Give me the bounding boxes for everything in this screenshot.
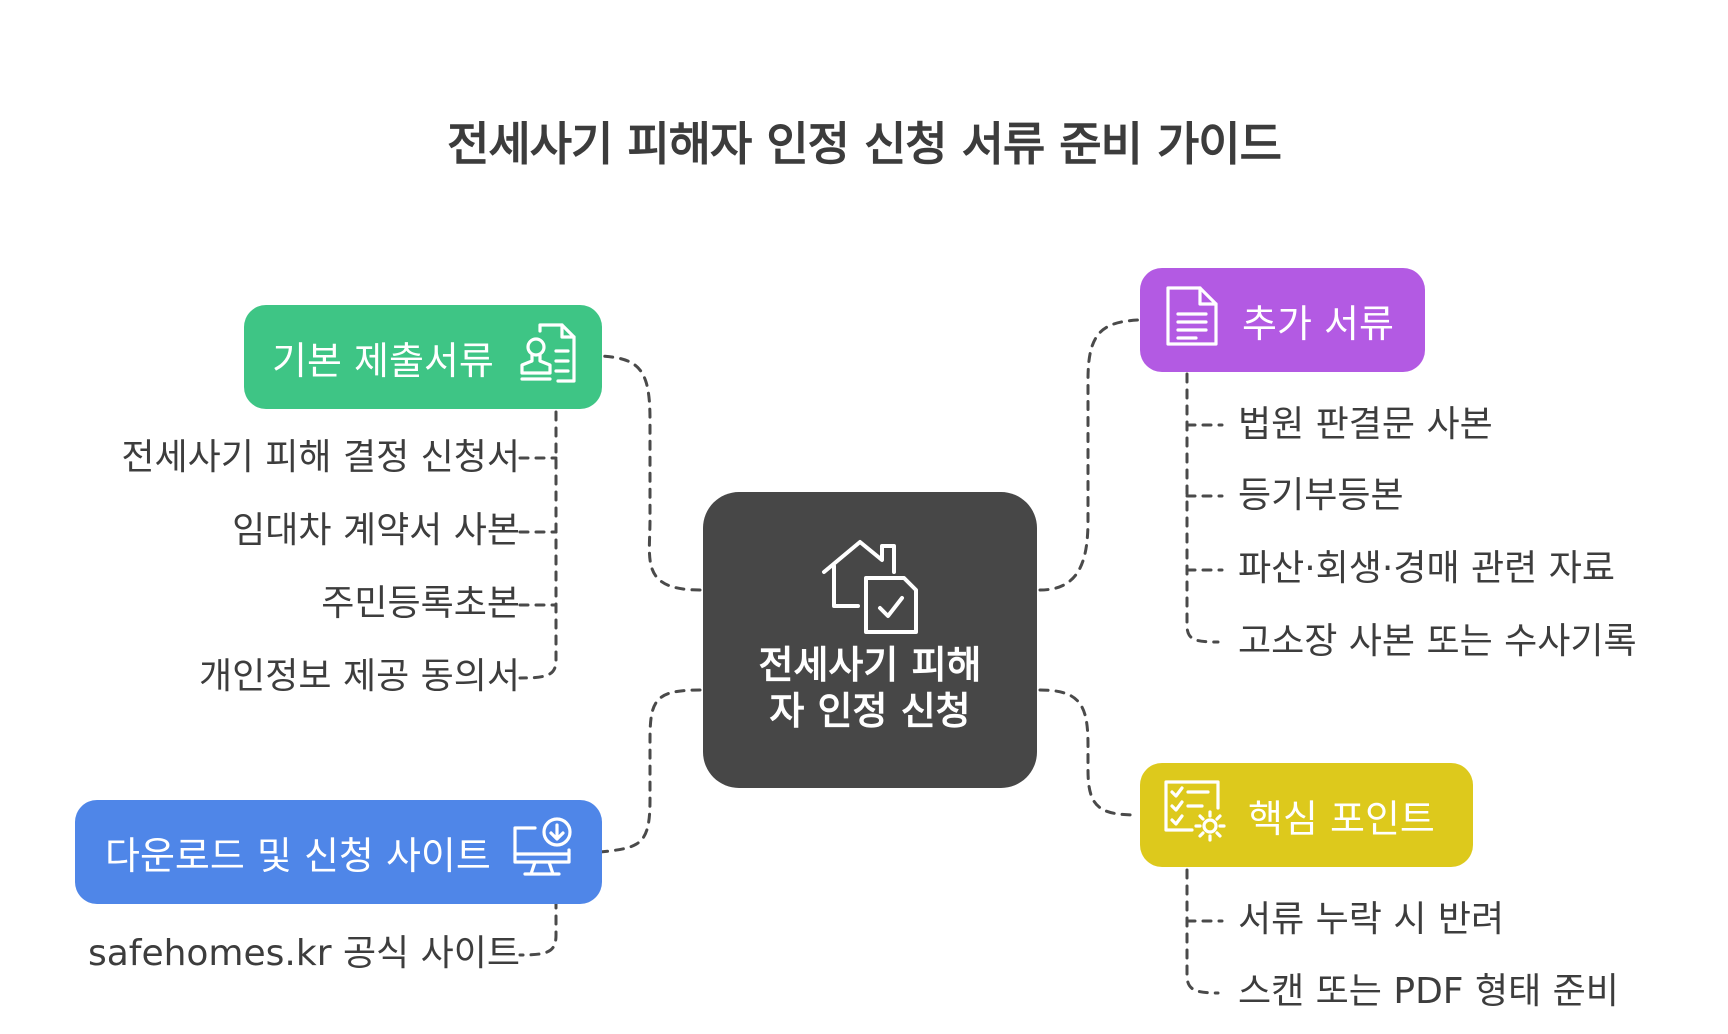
category-download-site[interactable]: 다운로드 및 신청 사이트 [75, 800, 602, 904]
connector-extra-list [1185, 372, 1220, 644]
center-label-line2: 자 인정 신청 [769, 689, 971, 733]
connector-download [598, 688, 702, 854]
monitor-download-icon [509, 816, 575, 889]
download-item-1[interactable]: safehomes.kr 공식 사이트 [87, 933, 520, 974]
center-label: 전세사기 피해 자 인정 신청 [703, 642, 1037, 734]
document-icon [1164, 284, 1220, 357]
category-label: 기본 제출서류 [272, 338, 494, 383]
category-label: 다운로드 및 신청 사이트 [105, 833, 491, 878]
extra-item-3: 파산·회생·경매 관련 자료 [1238, 548, 1615, 589]
keypoint-item-1: 서류 누락 시 반려 [1238, 899, 1505, 940]
basic-item-1: 전세사기 피해 결정 신청서 [121, 437, 520, 478]
connector-keypoints-list [1185, 868, 1220, 995]
category-extra-documents[interactable]: 추가 서류 [1140, 268, 1425, 372]
connector-basic-list [518, 410, 558, 680]
basic-item-2: 임대차 계약서 사본 [232, 510, 520, 551]
center-node[interactable]: 전세사기 피해 자 인정 신청 [703, 492, 1037, 788]
category-label: 추가 서류 [1242, 301, 1394, 346]
category-label: 핵심 포인트 [1248, 796, 1435, 841]
category-basic-documents[interactable]: 기본 제출서류 [244, 305, 602, 409]
page-title: 전세사기 피해자 인정 신청 서류 준비 가이드 [447, 117, 1282, 171]
stamp-document-icon [516, 321, 580, 394]
connector-basic [598, 354, 702, 592]
connector-extra [1038, 318, 1140, 592]
keypoint-item-2: 스캔 또는 PDF 형태 준비 [1238, 971, 1619, 1012]
extra-item-2: 등기부등본 [1238, 475, 1404, 516]
house-check-icon [818, 536, 922, 640]
checklist-gear-icon [1162, 778, 1228, 853]
basic-item-3: 주민등록초본 [321, 583, 520, 624]
category-key-points[interactable]: 핵심 포인트 [1140, 763, 1473, 867]
extra-item-1: 법원 판결문 사본 [1238, 404, 1493, 445]
basic-item-4: 개인정보 제공 동의서 [199, 656, 520, 697]
extra-item-4: 고소장 사본 또는 수사기록 [1238, 621, 1637, 662]
center-label-line1: 전세사기 피해 [758, 643, 982, 687]
connector-keypoints [1038, 688, 1140, 817]
connector-download-list [518, 898, 558, 957]
